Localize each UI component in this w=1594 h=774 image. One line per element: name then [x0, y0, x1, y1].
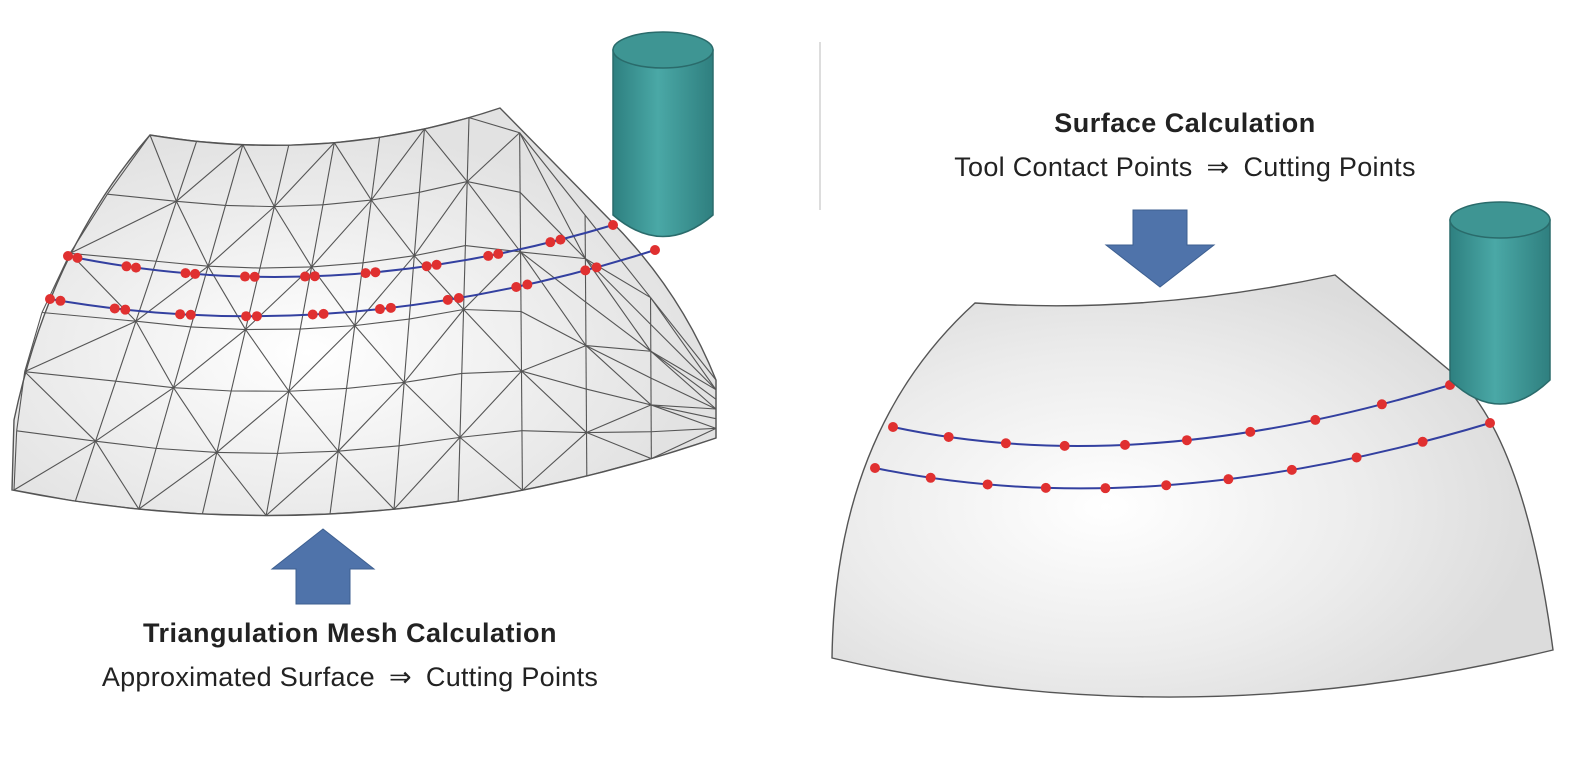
cylindrical-end-mill-icon [612, 31, 714, 238]
left-subtitle-to: Cutting Points [425, 662, 599, 692]
cutting-point [943, 431, 954, 442]
cutting-point [888, 422, 898, 432]
cutting-point [1376, 399, 1387, 410]
cutting-point [121, 261, 132, 272]
implies-arrow-icon: ⇒ [1206, 152, 1230, 182]
cutting-point [190, 268, 201, 279]
cutting-point [1000, 438, 1011, 449]
cutting-point [45, 294, 55, 304]
cutting-point [1485, 418, 1495, 428]
cylindrical-end-mill-icon [1449, 201, 1551, 405]
cutting-point [309, 271, 320, 282]
cutting-point [385, 302, 396, 313]
left-panel-title: Triangulation Mesh Calculation [142, 618, 558, 648]
left-subtitle-from: Approximated Surface [101, 662, 375, 692]
cutting-point [1059, 440, 1070, 451]
cutting-point [431, 259, 442, 270]
cutting-point [374, 304, 385, 315]
cutting-point [185, 309, 196, 320]
cutting-point [1120, 439, 1130, 450]
cutting-point [483, 250, 494, 261]
cutting-point [591, 262, 602, 273]
cutting-point [555, 234, 566, 245]
cutting-point [109, 303, 120, 314]
cutting-point [1100, 483, 1111, 494]
cutting-point [545, 237, 556, 248]
cutting-point [72, 252, 83, 263]
cutting-point [1181, 435, 1192, 446]
cutting-point [307, 309, 318, 320]
cutting-point [580, 265, 591, 276]
cutting-point [318, 308, 329, 319]
cutting-point [370, 267, 381, 278]
cutting-point [522, 279, 533, 290]
cutting-point [360, 268, 371, 279]
cutting-point [1286, 464, 1297, 475]
right-tool-paths [870, 380, 1495, 494]
cutting-point [453, 293, 464, 304]
cutting-point [1223, 474, 1234, 485]
implies-arrow-icon: ⇒ [388, 662, 412, 692]
right-subtitle-from: Tool Contact Points [954, 152, 1193, 182]
right-panel-title: Surface Calculation [1054, 108, 1316, 138]
cutting-point [240, 271, 250, 282]
cutting-point [241, 311, 252, 322]
left-tool-paths [45, 220, 660, 322]
cutting-point [175, 309, 186, 320]
cutting-point [120, 304, 131, 315]
left-panel-subtitle: Approximated Surface ⇒ Cutting Points [0, 662, 700, 693]
cutting-point [511, 281, 522, 292]
cutting-point [493, 248, 504, 259]
cutting-point [1161, 480, 1172, 491]
cutting-point [421, 261, 432, 272]
cutting-point [650, 245, 660, 255]
right-panel-subtitle: Tool Contact Points ⇒ Cutting Points [860, 152, 1510, 183]
cutting-point [180, 268, 191, 279]
smooth-surface [831, 274, 1554, 698]
cutting-point [63, 251, 73, 261]
cutting-point [442, 294, 453, 305]
cutting-point [249, 271, 260, 282]
cutting-point [1245, 426, 1256, 437]
cutting-point [982, 479, 993, 490]
cutting-point [1310, 414, 1321, 425]
cutting-point [608, 220, 618, 230]
up-arrow-icon [270, 528, 376, 605]
cutting-point [925, 472, 936, 483]
down-arrow-icon [1104, 209, 1216, 288]
cutting-point [300, 271, 311, 282]
cutting-point [131, 262, 142, 273]
cutting-point [870, 463, 880, 473]
cutting-point [1040, 482, 1051, 493]
right-subtitle-to: Cutting Points [1243, 152, 1416, 182]
cutting-point [251, 311, 262, 322]
cutting-point [1351, 452, 1362, 463]
cutting-point [55, 295, 66, 306]
cutting-point [1417, 436, 1428, 447]
